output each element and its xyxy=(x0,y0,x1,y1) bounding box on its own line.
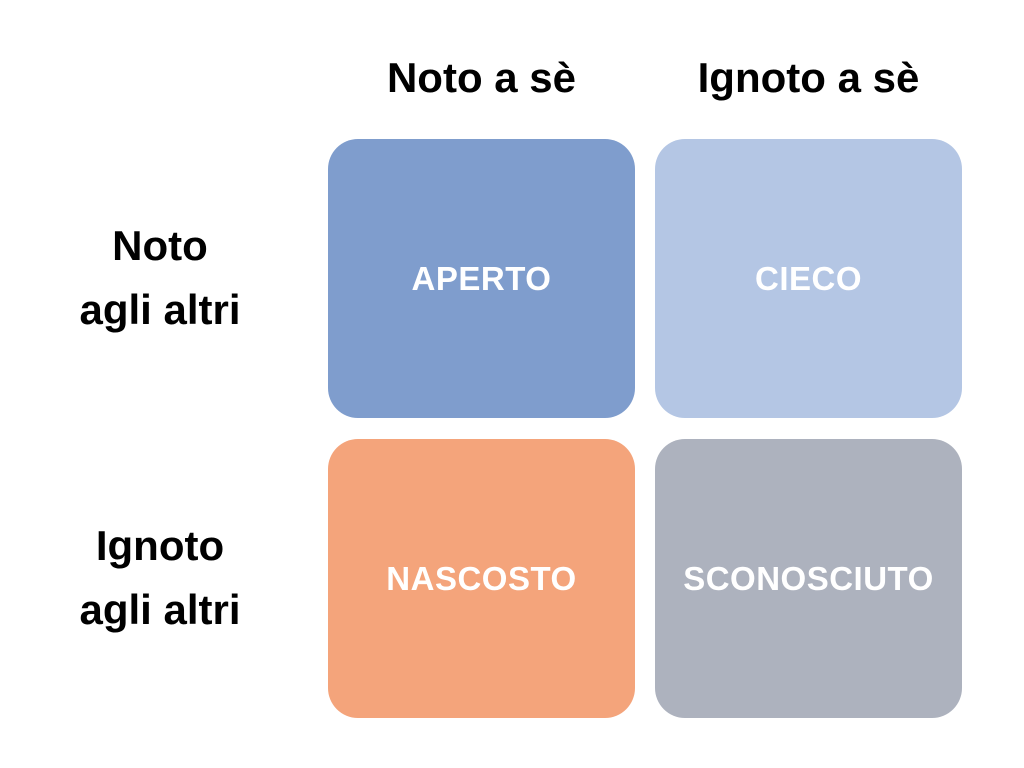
quadrant-label: NASCOSTO xyxy=(386,559,577,597)
row-header-line: agli altri xyxy=(79,586,241,633)
row-header-line: agli altri xyxy=(79,286,241,333)
row-header-line: Ignoto xyxy=(95,522,225,569)
quadrant-unknown: SCONOSCIUTO xyxy=(655,439,962,718)
row-header-line: Noto xyxy=(112,222,208,269)
column-header-unknown-to-self: Ignoto a sè xyxy=(697,54,920,101)
column-header-known-to-self: Noto a sè xyxy=(386,54,577,101)
quadrant-label: APERTO xyxy=(411,259,552,297)
quadrant-label: SCONOSCIUTO xyxy=(683,559,934,597)
row-header-unknown-to-others: Ignoto agli altri xyxy=(40,514,280,642)
quadrant-open: APERTO xyxy=(328,139,635,418)
row-header-known-to-others: Noto agli altri xyxy=(40,214,280,342)
quadrant-hidden: NASCOSTO xyxy=(328,439,635,718)
quadrant-blind: CIECO xyxy=(655,139,962,418)
quadrant-label: CIECO xyxy=(754,259,862,297)
